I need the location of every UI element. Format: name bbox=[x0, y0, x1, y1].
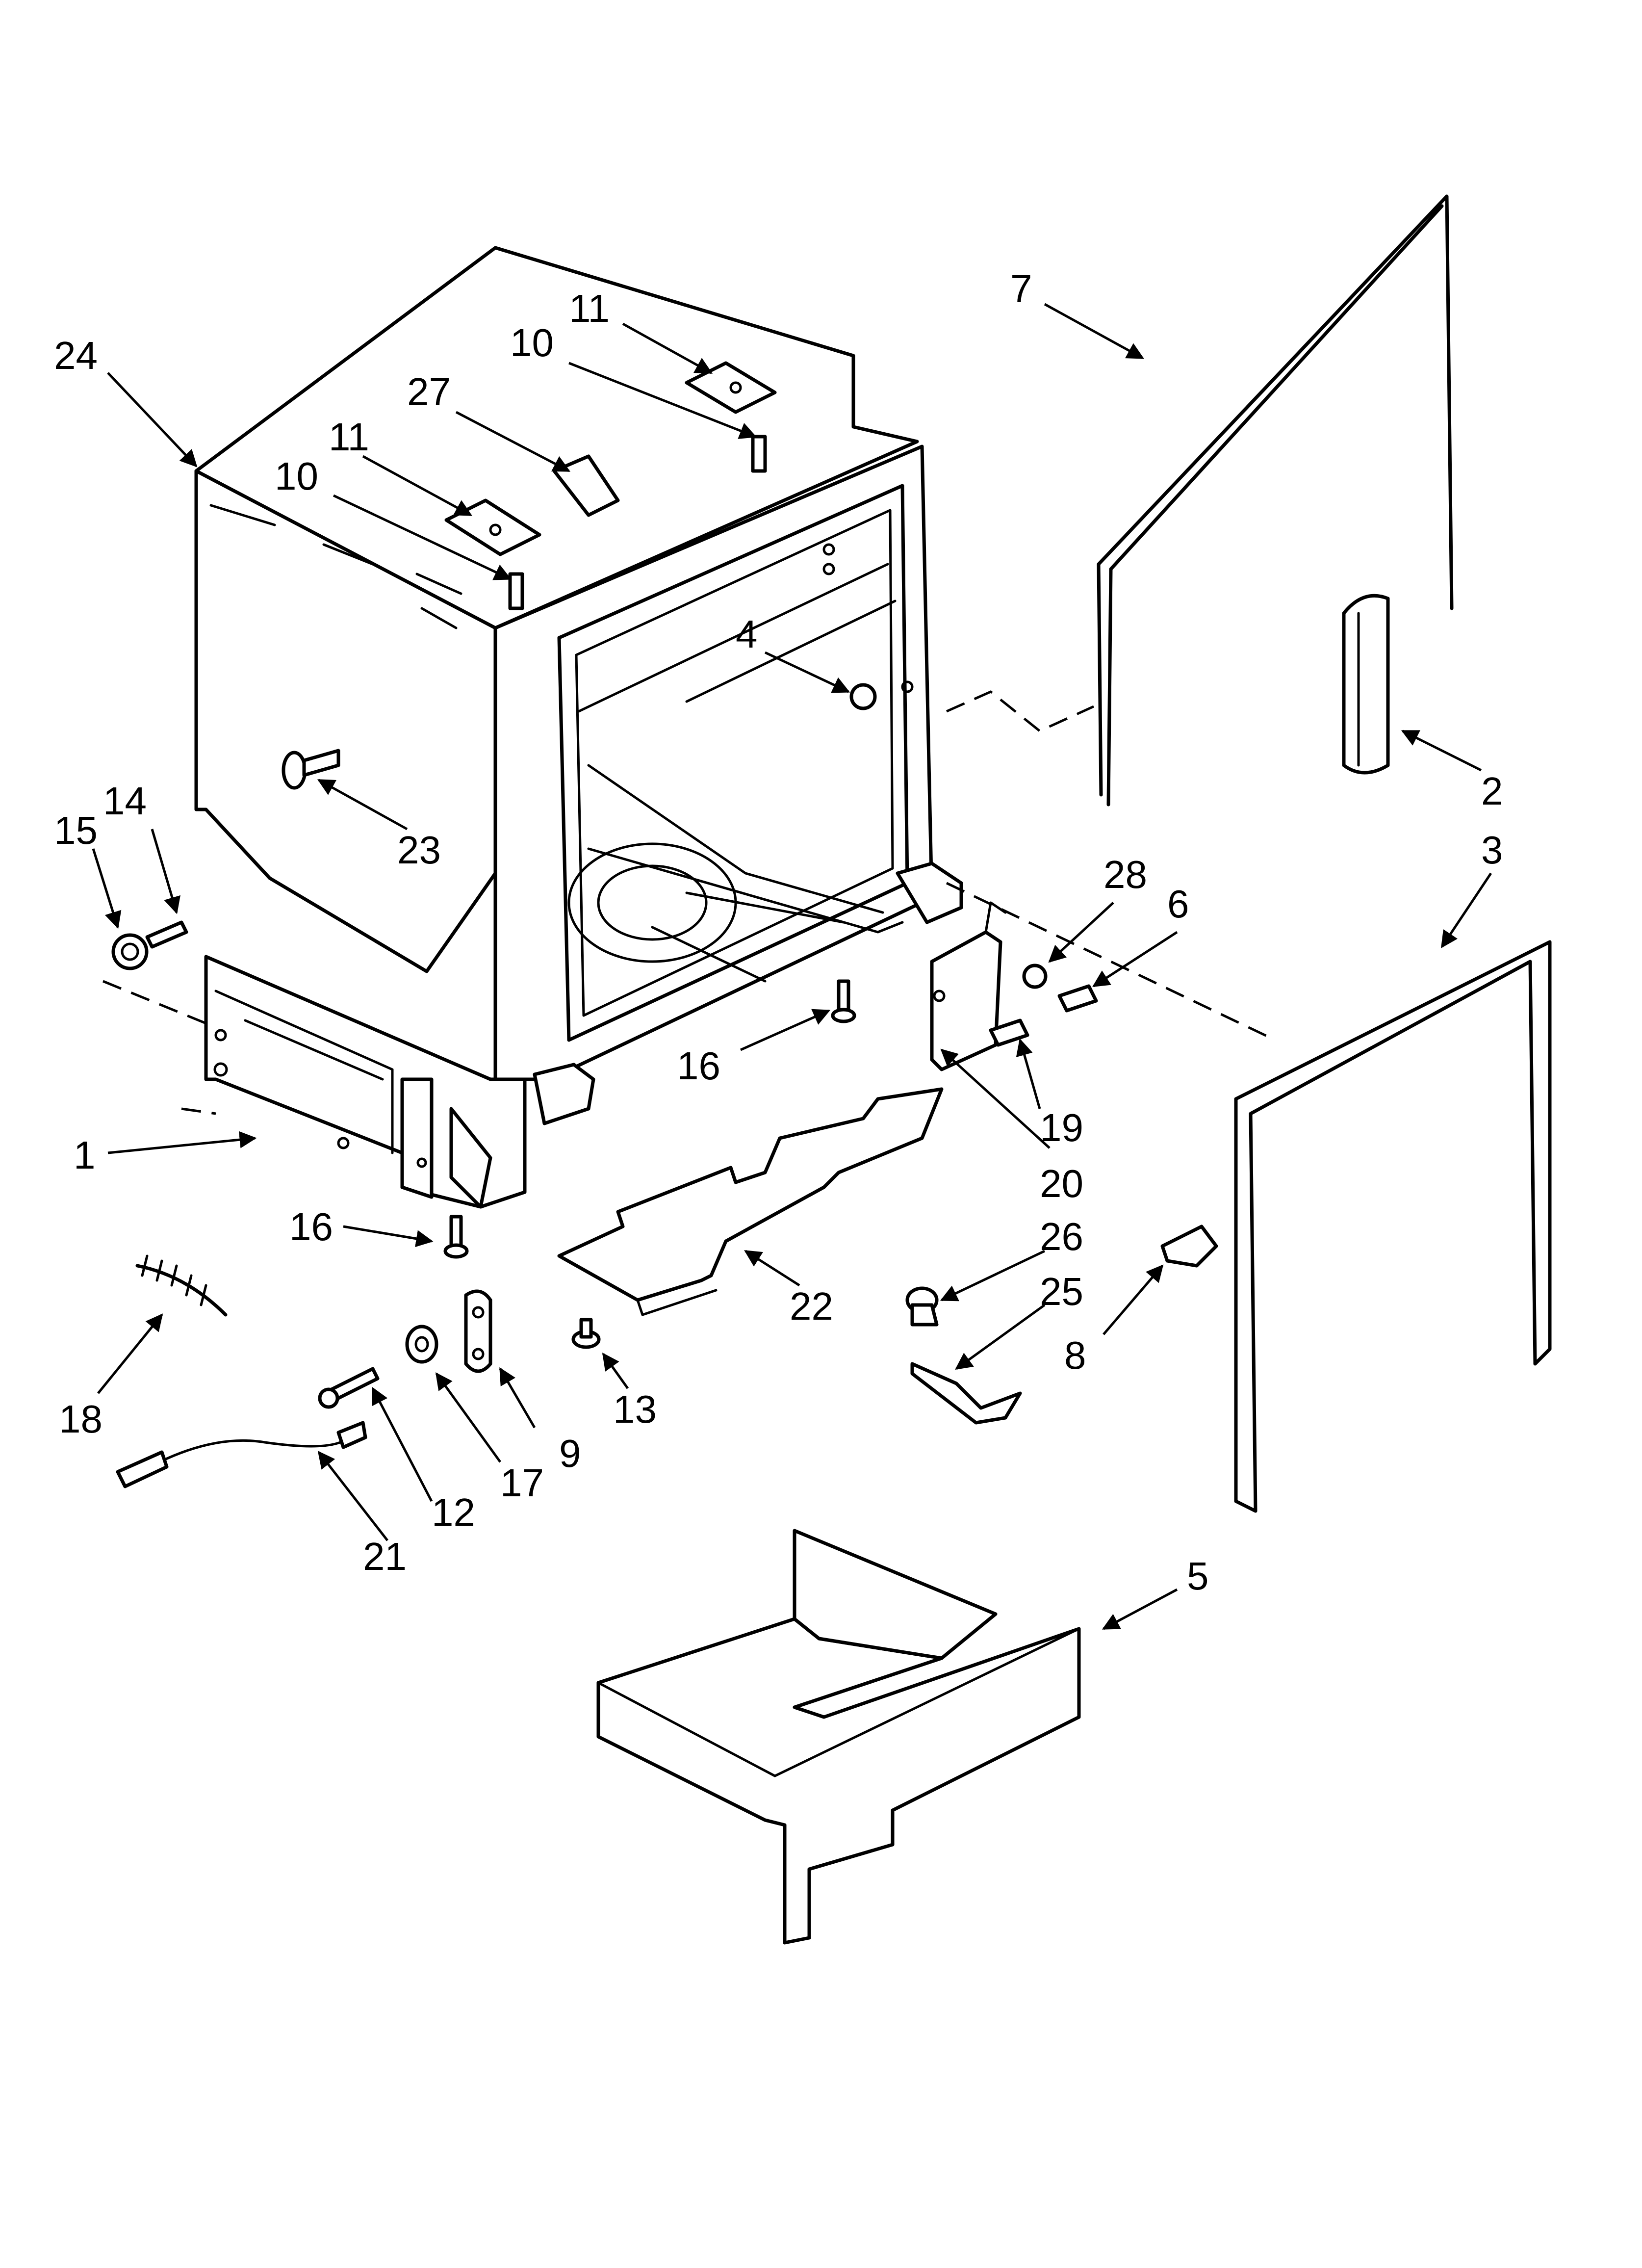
leader-lines bbox=[92, 303, 1492, 1630]
screw-10-top bbox=[751, 435, 767, 473]
part-25 bbox=[910, 1362, 1022, 1425]
bumper-4 bbox=[849, 683, 877, 710]
callout-7: 7 bbox=[1010, 267, 1032, 311]
callout-14: 14 bbox=[103, 779, 147, 823]
bracket-20 bbox=[930, 901, 1007, 1071]
spring-18 bbox=[135, 1254, 228, 1317]
callout-18: 18 bbox=[59, 1397, 103, 1441]
callout-10-top: 10 bbox=[510, 321, 554, 365]
hinge-11-top bbox=[685, 361, 777, 414]
screw-14 bbox=[145, 920, 188, 949]
callout-17: 17 bbox=[500, 1461, 544, 1505]
callout-16-lower: 16 bbox=[289, 1205, 333, 1249]
callout-6: 6 bbox=[1167, 882, 1189, 926]
pan-5 bbox=[596, 1529, 1081, 1945]
plate-22 bbox=[557, 1087, 944, 1316]
callout-8: 8 bbox=[1064, 1333, 1086, 1377]
door-gasket-7 bbox=[1097, 194, 1454, 807]
callout-10-left: 10 bbox=[275, 454, 318, 498]
roller-17 bbox=[405, 1325, 438, 1364]
tub-gasket-3 bbox=[1234, 940, 1552, 1513]
callout-labels: 24 7 11 10 27 11 10 4 2 3 23 15 14 28 6 … bbox=[54, 267, 1503, 1598]
callout-26: 26 bbox=[1040, 1215, 1083, 1258]
callout-23: 23 bbox=[397, 828, 441, 872]
callout-25: 25 bbox=[1040, 1270, 1083, 1313]
tub-assembly bbox=[194, 246, 963, 1125]
callout-11-left: 11 bbox=[329, 415, 369, 459]
callout-4: 4 bbox=[736, 612, 758, 656]
callout-24: 24 bbox=[54, 334, 98, 377]
callout-21: 21 bbox=[363, 1535, 407, 1578]
alignment-line-left bbox=[103, 980, 211, 1027]
callout-15: 15 bbox=[54, 808, 98, 852]
callout-9: 9 bbox=[559, 1432, 581, 1475]
screw-19 bbox=[989, 1018, 1029, 1047]
callout-20: 20 bbox=[1040, 1162, 1083, 1205]
part-26 bbox=[905, 1286, 939, 1327]
callout-11-top: 11 bbox=[569, 287, 610, 330]
vent-tube-2 bbox=[1342, 594, 1390, 775]
callout-27: 27 bbox=[407, 370, 451, 414]
nut-15 bbox=[111, 933, 149, 970]
callout-13: 13 bbox=[613, 1387, 657, 1431]
alignment-line-base bbox=[181, 1107, 216, 1115]
alignment-line-top bbox=[946, 690, 1095, 732]
link-9 bbox=[464, 1289, 492, 1373]
cable-21 bbox=[116, 1421, 367, 1488]
callout-1: 1 bbox=[74, 1133, 96, 1177]
washer-28 bbox=[1022, 964, 1048, 989]
callout-12: 12 bbox=[432, 1490, 475, 1534]
foot-13 bbox=[571, 1318, 601, 1349]
callout-16-upper: 16 bbox=[677, 1044, 720, 1088]
callout-22: 22 bbox=[790, 1284, 833, 1328]
callout-2: 2 bbox=[1481, 769, 1503, 813]
part-8 bbox=[1160, 1225, 1218, 1268]
callout-3: 3 bbox=[1481, 828, 1503, 872]
foot-16-lower bbox=[443, 1215, 469, 1259]
foot-16-upper bbox=[831, 979, 856, 1023]
base-frame bbox=[204, 955, 527, 1209]
screw-23 bbox=[282, 749, 340, 790]
screw-6 bbox=[1057, 984, 1098, 1013]
callout-5: 5 bbox=[1187, 1554, 1209, 1598]
callout-19: 19 bbox=[1040, 1106, 1083, 1149]
screw-10-left bbox=[508, 572, 524, 610]
callout-28: 28 bbox=[1103, 853, 1147, 896]
screw-12 bbox=[318, 1367, 380, 1409]
